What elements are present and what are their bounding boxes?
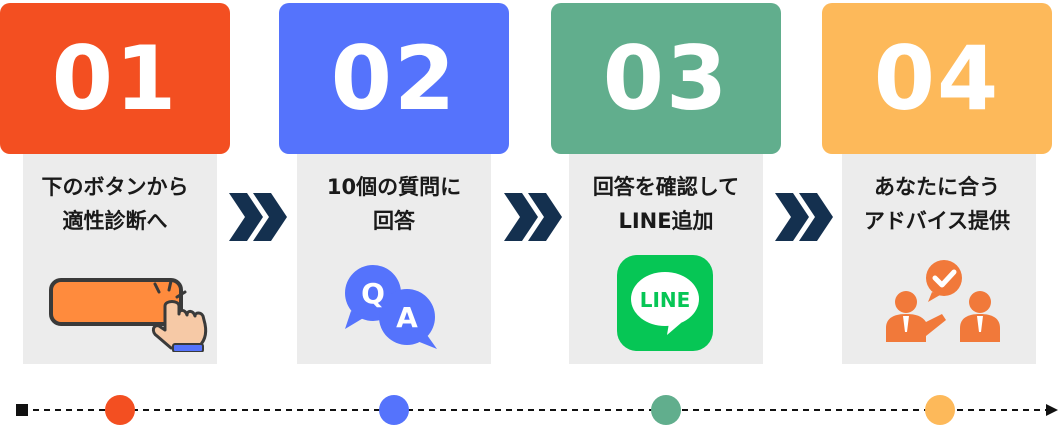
step-4-title: あなたに合う アドバイス提供 [822,170,1052,238]
timeline-dot-step-3 [651,395,681,425]
step-4-card [842,150,1036,364]
timeline-dot-step-1 [105,395,135,425]
timeline-end-arrow-icon [1046,404,1058,416]
qa-bubbles-icon: Q A [345,265,437,349]
step-1-title: 下のボタンから 適性診断へ [0,170,230,238]
qa-q-label: Q [361,277,385,310]
step-4-number: 04 [822,3,1052,154]
button-tap-icon [49,278,208,352]
step-3-title-line2: LINE追加 [618,209,714,233]
step-2-title-line2: 回答 [373,209,415,233]
timeline-start-marker [16,404,28,416]
chevron-right-icon [229,193,287,241]
step-1-title-line2: 適性診断へ [62,209,168,233]
step-4-title-line2: アドバイス提供 [863,209,1011,233]
chevron-right-icon [775,193,833,241]
qa-a-label: A [396,301,418,334]
line-app-icon: LINE [617,255,713,351]
step-2-title: 10個の質問に 回答 [279,170,509,238]
line-logo-text: LINE [640,288,691,312]
advice-people-icon [886,260,1000,342]
step-2-title-line1: 10個の質問に [326,175,462,199]
step-3-number: 03 [551,3,781,154]
step-3-title: 回答を確認して LINE追加 [551,170,781,238]
progress-timeline [16,395,1058,425]
step-2-number: 02 [279,3,509,154]
step-1-title-line1: 下のボタンから [41,175,189,199]
step-3-title-line1: 回答を確認して [592,175,740,199]
step-4-title-line1: あなたに合う [874,175,1000,199]
chevron-right-icon [504,193,562,241]
timeline-dot-step-4 [925,395,955,425]
step-1-number: 01 [0,3,230,154]
timeline-dot-step-2 [379,395,409,425]
